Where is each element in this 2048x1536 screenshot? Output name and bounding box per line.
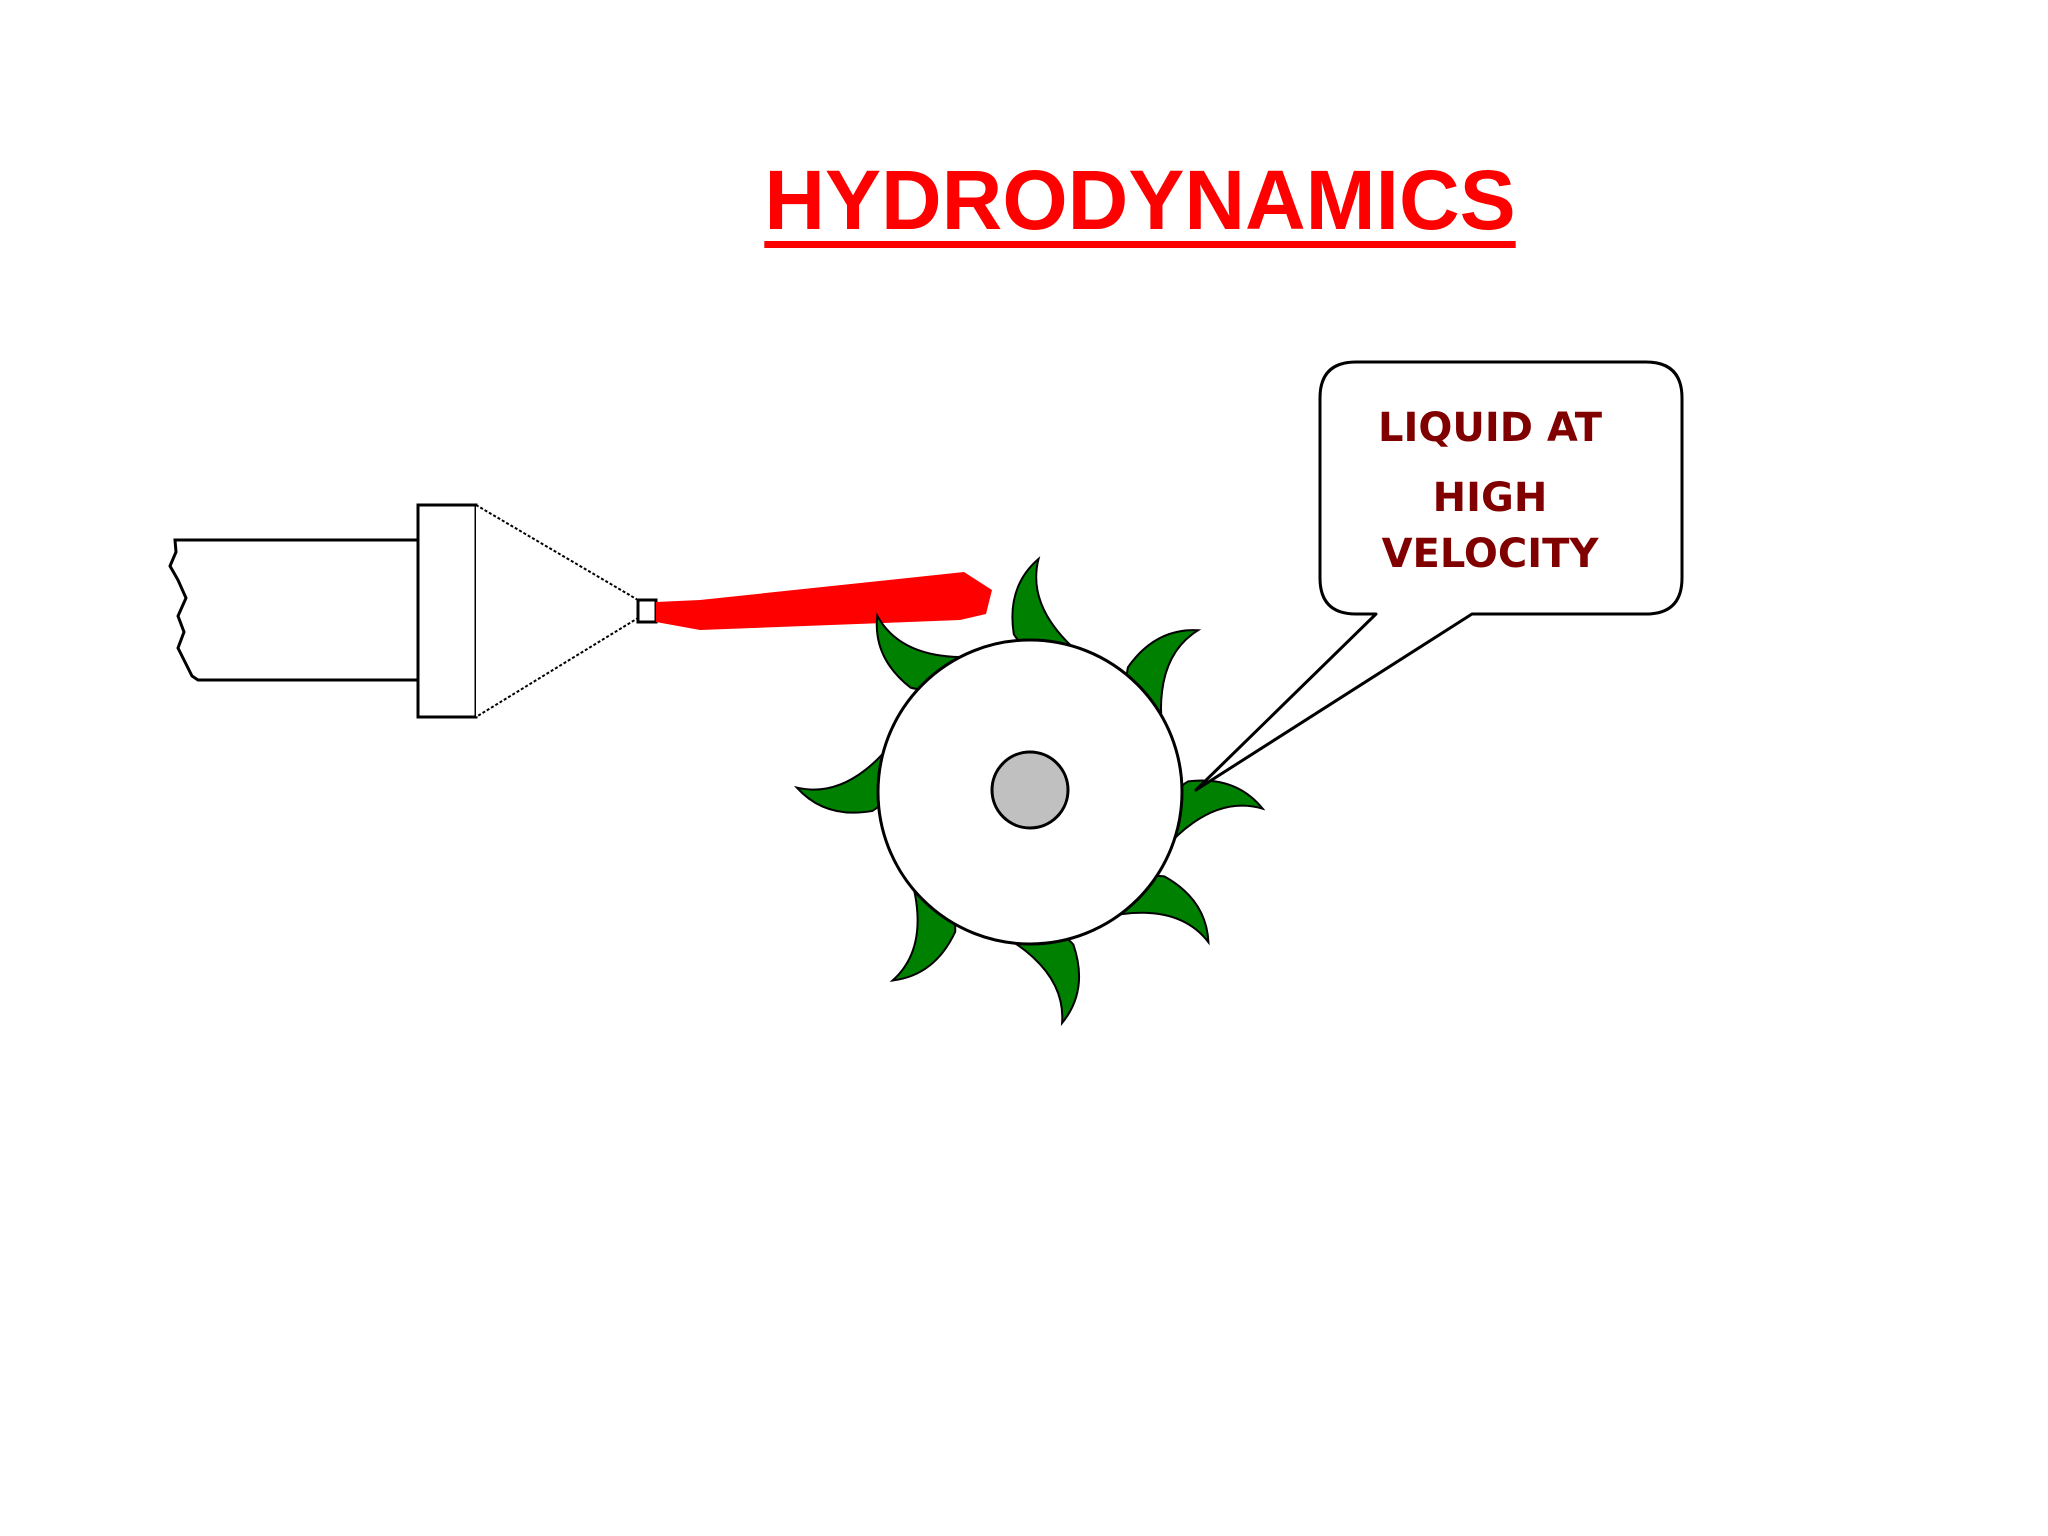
callout-bubble (1194, 360, 1684, 792)
nozzle-icon (475, 504, 639, 718)
nozzle-tip (636, 598, 658, 624)
callout-line-1: LIQUID AT (1377, 405, 1602, 451)
turbine-wheel-icon (793, 556, 1266, 1027)
flange (416, 503, 478, 719)
callout-line-2: HIGH (1432, 475, 1548, 521)
hub (990, 750, 1070, 830)
water-jet (656, 572, 992, 630)
slide-title: HYDRODYNAMICS (764, 153, 1516, 247)
callout-line-3: VELOCITY (1381, 531, 1599, 577)
pipe (168, 538, 420, 682)
